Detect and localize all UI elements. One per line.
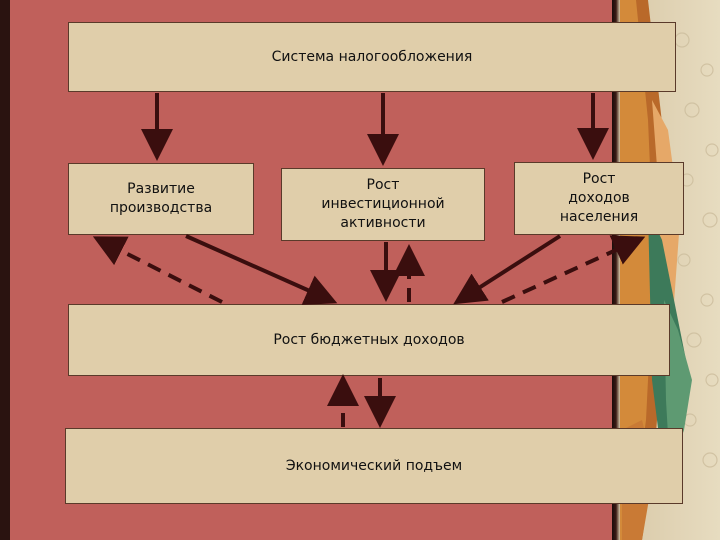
economic-upturn-box: Экономический подъем	[65, 428, 683, 504]
investment-growth-box: Рост инвестиционной активности	[281, 168, 485, 241]
left-edge-strip	[0, 0, 10, 540]
arrow-budget-to-income-dashed	[501, 235, 646, 304]
arrow-production-to-budget	[185, 234, 338, 305]
household-income-box: Рост доходов населения	[514, 162, 684, 235]
arrow-income-to-budget	[453, 234, 562, 305]
production-development-box: Развитие производства	[68, 163, 254, 235]
arrow-budget-to-production-dashed	[92, 236, 223, 304]
budget-revenue-box: Рост бюджетных доходов	[68, 304, 670, 376]
tax-system-box: Система налогообложения	[68, 22, 676, 92]
